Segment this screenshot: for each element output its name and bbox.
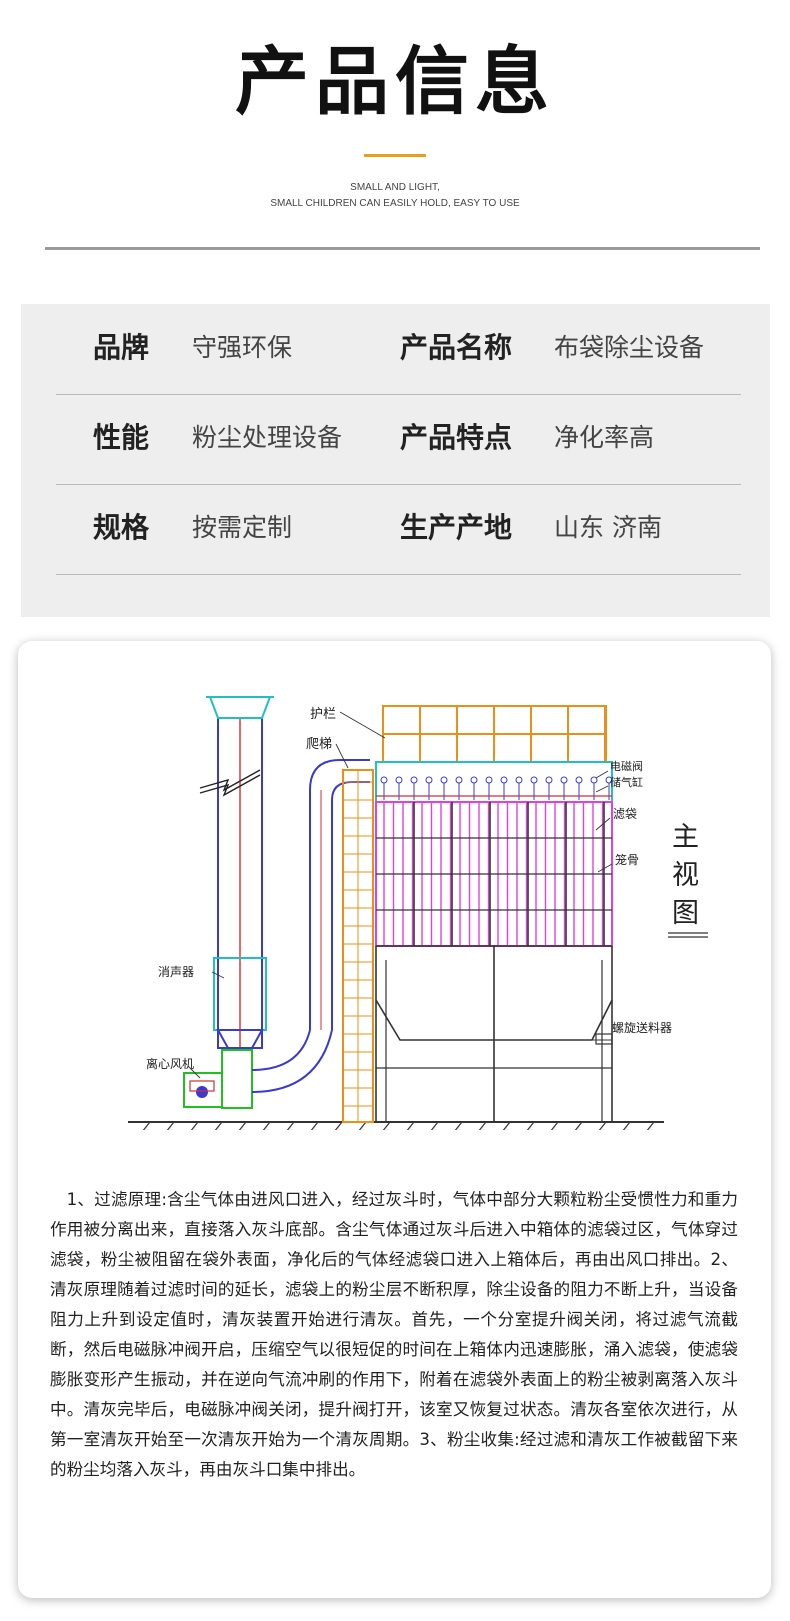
- label-view-2: 视: [672, 860, 699, 891]
- spec-value: 按需定制: [192, 513, 293, 542]
- label-fan: 离心风机: [146, 1056, 194, 1071]
- spec-value: 山东 济南: [554, 513, 662, 542]
- spec-value: 守强环保: [192, 333, 293, 362]
- diagram-card: [18, 641, 771, 1598]
- stack: [199, 696, 274, 1049]
- spec-key: 产品特点: [400, 421, 513, 454]
- spec-value: 粉尘处理设备: [192, 423, 343, 452]
- title-accent-line: [364, 154, 426, 157]
- spec-row: 性能 粉尘处理设备 产品特点 净化率高: [56, 394, 741, 485]
- header-divider: [45, 247, 760, 250]
- spec-row: 品牌 守强环保 产品名称 布袋除尘设备: [56, 304, 741, 395]
- spec-key: 产品名称: [400, 331, 513, 364]
- spec-key: 规格: [93, 511, 150, 544]
- spec-key: 品牌: [93, 331, 150, 364]
- air-tank: [375, 761, 613, 803]
- spec-panel: 品牌 守强环保 产品名称 布袋除尘设备 性能 粉尘处理设备 产品特点 净化率高 …: [21, 304, 770, 617]
- subtitle: SMALL AND LIGHT, SMALL CHILDREN CAN EASI…: [0, 180, 790, 212]
- subtitle-line-2: SMALL CHILDREN CAN EASILY HOLD, EASY TO …: [270, 198, 520, 209]
- spec-value: 布袋除尘设备: [554, 333, 705, 362]
- subtitle-line-1: SMALL AND LIGHT,: [350, 182, 440, 193]
- label-screw-conveyor: 螺旋送料器: [612, 1020, 672, 1035]
- spec-row: 规格 按需定制 生产产地 山东 济南: [56, 484, 741, 575]
- label-view-1: 主: [672, 822, 699, 853]
- page-title: 产品信息: [235, 39, 555, 125]
- principle-description: 1、过滤原理:含尘气体由进风口进入，经过灰斗时，气体中部分大颗粒粉尘受惯性力和重…: [50, 1190, 738, 1479]
- label-solenoid-valve: 电磁阀: [610, 759, 643, 773]
- label-silencer: 消声器: [158, 965, 194, 979]
- label-air-tank: 储气缸: [610, 775, 643, 789]
- spec-key: 性能: [93, 421, 150, 454]
- label-guardrail: 护栏: [310, 707, 336, 722]
- guardrail: [382, 705, 607, 763]
- ladder: [342, 769, 374, 1123]
- centrifugal-fan: [183, 1029, 333, 1109]
- spec-value: 净化率高: [554, 423, 655, 452]
- label-filter-bag: 滤袋: [613, 807, 637, 821]
- hopper: [375, 945, 613, 1122]
- label-view-3: 图: [672, 898, 699, 929]
- label-ladder: 爬梯: [306, 737, 332, 752]
- dust-collector-diagram: 护栏 爬梯 电磁阀 储气缸 滤袋 笼骨 消声器 离心风机 螺旋送料器 主 视 图: [128, 696, 708, 1130]
- label-cage: 笼骨: [615, 852, 639, 867]
- spec-key: 生产产地: [400, 511, 513, 544]
- filter-bag-chamber: [375, 801, 613, 947]
